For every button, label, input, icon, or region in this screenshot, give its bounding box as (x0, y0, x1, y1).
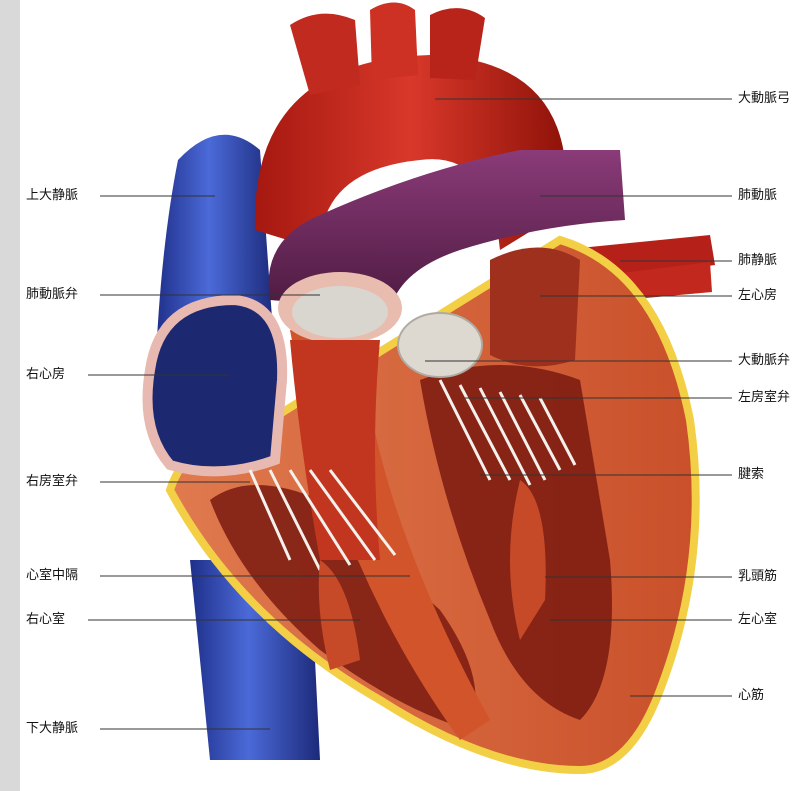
label-aortic-valve: 大動脈弁 (738, 353, 790, 369)
label-pulmonary-artery: 肺動脈 (738, 188, 777, 204)
label-left-ventricle: 左心室 (738, 612, 777, 628)
left-common-carotid (370, 3, 418, 81)
label-right-atrium: 右心房 (26, 367, 65, 383)
heart-illustration (20, 0, 802, 791)
label-superior-vena-cava: 上大静脈 (26, 188, 78, 204)
aortic-valve (398, 313, 482, 377)
label-papillary-muscle: 乳頭筋 (738, 569, 777, 585)
label-left-atrium: 左心房 (738, 288, 777, 304)
label-mitral-valve: 左房室弁 (738, 390, 790, 406)
label-pulmonary-valve: 肺動脈弁 (26, 287, 78, 303)
label-right-ventricle: 右心室 (26, 612, 65, 628)
brachiocephalic-trunk (290, 14, 360, 95)
label-interventricular-septum: 心室中隔 (26, 568, 78, 584)
label-tricuspid-valve: 右房室弁 (26, 474, 78, 490)
right-atrium (148, 300, 283, 471)
label-myocardium: 心筋 (738, 688, 764, 704)
label-chordae-tendineae: 腱索 (738, 467, 764, 483)
label-inferior-vena-cava: 下大静脈 (26, 721, 78, 737)
diagram-frame: 上大静脈 肺動脈弁 右心房 右房室弁 心室中隔 右心室 下大静脈 大動脈弓 肺動… (20, 0, 802, 791)
label-pulmonary-vein: 肺静脈 (738, 253, 777, 269)
left-atrium (490, 248, 580, 367)
label-aortic-arch: 大動脈弓 (738, 91, 790, 107)
